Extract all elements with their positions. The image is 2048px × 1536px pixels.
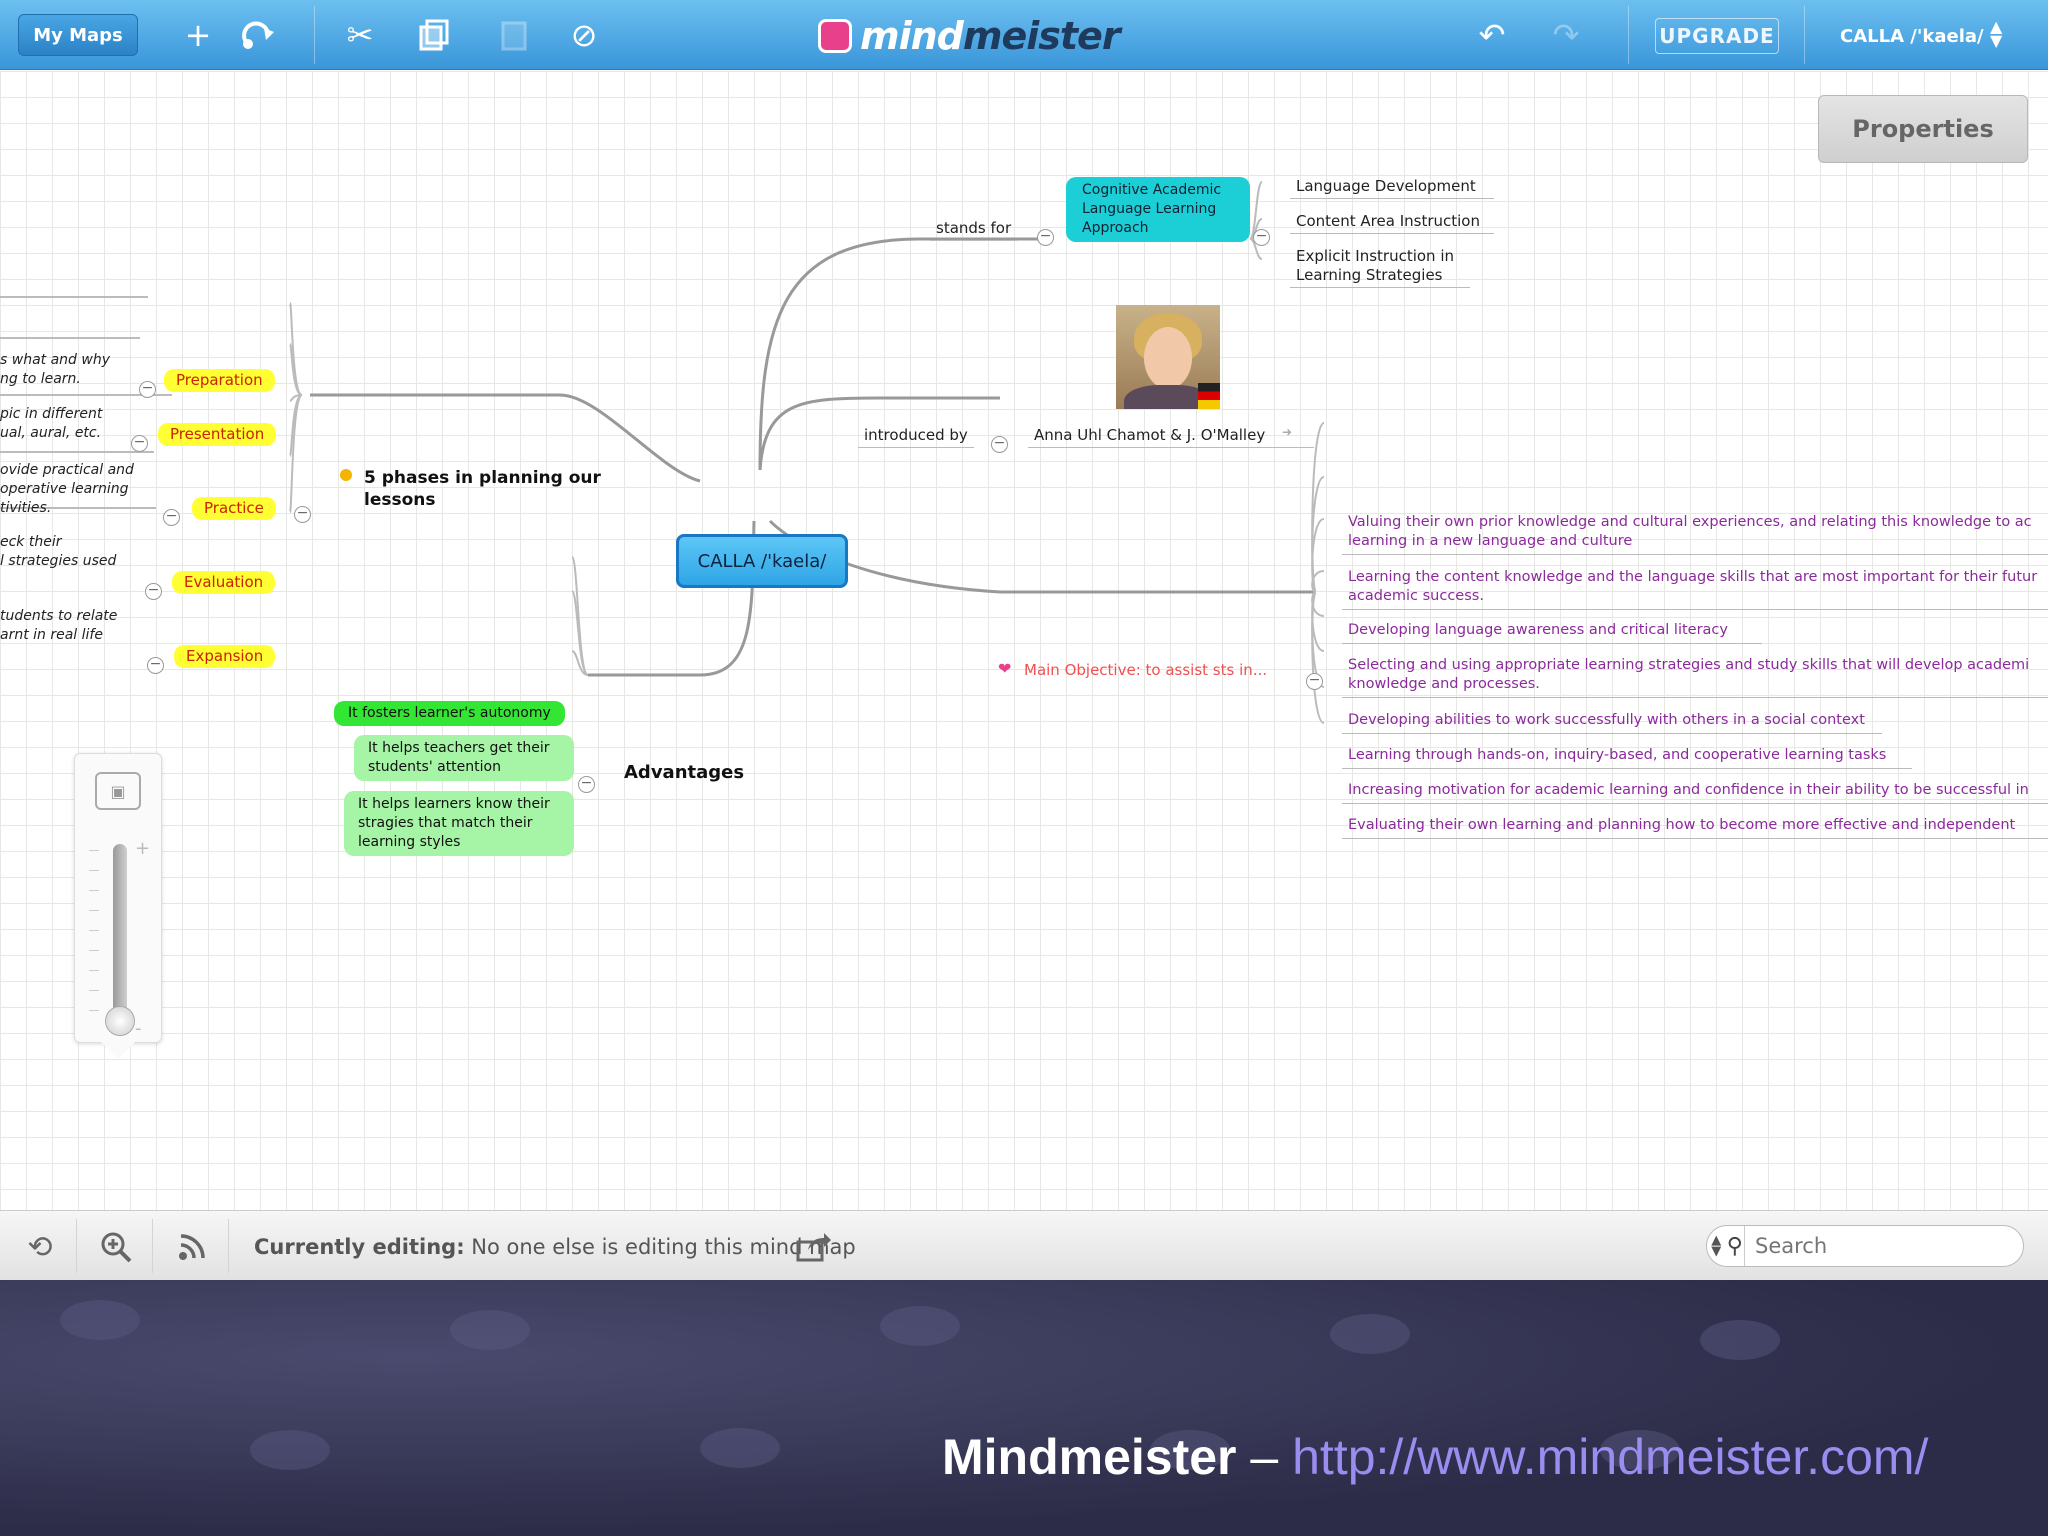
note-preparation: s what and why ng to learn. bbox=[0, 352, 110, 387]
collapse-toggle[interactable]: − bbox=[145, 583, 162, 600]
status-bar: ⟲ Currently editing: No one else is edit… bbox=[0, 1210, 2048, 1280]
collapse-toggle[interactable]: − bbox=[1037, 229, 1054, 246]
collapse-toggle[interactable]: − bbox=[1306, 673, 1323, 690]
undo-icon[interactable]: ↶ bbox=[1478, 16, 1506, 54]
author-photo bbox=[1116, 305, 1220, 409]
objective-item[interactable]: Learning through hands-on, inquiry-based… bbox=[1342, 746, 1912, 769]
map-title-selector[interactable]: CALLA /'kaela/ bbox=[1840, 25, 1984, 47]
node-explicit-instruction[interactable]: Explicit Instruction in Learning Strateg… bbox=[1290, 247, 1470, 288]
logo-mark-icon bbox=[818, 19, 852, 53]
node-presentation[interactable]: Presentation bbox=[158, 423, 277, 446]
collapse-toggle[interactable]: − bbox=[163, 509, 180, 526]
caption-dash: – bbox=[1236, 1429, 1293, 1485]
history-icon[interactable]: ⟲ bbox=[27, 1229, 53, 1265]
branch-label-introduced-by[interactable]: introduced by bbox=[858, 426, 974, 448]
node-language-development[interactable]: Language Development bbox=[1290, 177, 1494, 199]
branch-label-stands-for[interactable]: stands for bbox=[930, 219, 1018, 241]
collapse-toggle[interactable]: − bbox=[147, 657, 164, 674]
branch-label-phases[interactable]: 5 phases in planning our lessons bbox=[364, 468, 601, 510]
objective-item[interactable]: Evaluating their own learning and planni… bbox=[1342, 816, 2048, 839]
search-icon[interactable]: ⚲ bbox=[1726, 1233, 1743, 1259]
cut-icon[interactable]: ✂ bbox=[346, 16, 374, 54]
note-expansion: tudents to relate arnt in real life bbox=[0, 608, 118, 643]
mind-map-canvas[interactable]: CALLA /'kaela/ stands for − Cognitive Ac… bbox=[0, 71, 2048, 1210]
editing-status-value: No one else is editing this mind map bbox=[471, 1235, 856, 1259]
collapse-toggle[interactable]: − bbox=[139, 381, 156, 398]
slide-footer: Mindmeister – http://www.mindmeister.com… bbox=[0, 1280, 2048, 1536]
copy-icon[interactable] bbox=[412, 13, 456, 57]
delete-icon[interactable]: ⊘ bbox=[570, 16, 598, 54]
root-node[interactable]: CALLA /'kaela/ bbox=[676, 534, 848, 588]
upgrade-button[interactable]: UPGRADE bbox=[1655, 18, 1779, 54]
advantage-item[interactable]: It fosters learner's autonomy bbox=[334, 701, 565, 726]
branch-label-advantages[interactable]: Advantages bbox=[624, 762, 745, 783]
zoom-in-label[interactable]: + bbox=[135, 838, 151, 859]
toolbar-separator bbox=[1804, 6, 1805, 64]
node-content-area-instruction[interactable]: Content Area Instruction bbox=[1290, 212, 1494, 234]
collapse-toggle[interactable]: − bbox=[991, 436, 1008, 453]
collapse-toggle[interactable]: − bbox=[294, 506, 311, 523]
node-calla-acronym[interactable]: Cognitive Academic Language Learning App… bbox=[1066, 177, 1250, 242]
objective-item[interactable]: Valuing their own prior knowledge and cu… bbox=[1342, 513, 2048, 555]
search-box: ▲▼ ⚲ bbox=[1706, 1225, 2024, 1267]
fit-to-screen-icon[interactable]: ▣ bbox=[95, 772, 141, 810]
zoom-panel-pointer bbox=[100, 1041, 136, 1059]
caption-brand: Mindmeister bbox=[942, 1429, 1237, 1485]
note-practice: ovide practical and operative learning t… bbox=[0, 462, 134, 516]
caption-url[interactable]: http://www.mindmeister.com/ bbox=[1292, 1429, 1929, 1485]
search-input[interactable] bbox=[1744, 1226, 2023, 1266]
editing-status: Currently editing: No one else is editin… bbox=[254, 1235, 856, 1259]
collapse-toggle[interactable]: − bbox=[578, 776, 595, 793]
note-presentation: pic in different ual, aural, etc. bbox=[0, 406, 103, 441]
node-practice[interactable]: Practice bbox=[192, 497, 276, 520]
collapse-toggle[interactable]: − bbox=[131, 435, 148, 452]
advantage-item[interactable]: It helps learners know their stragies th… bbox=[344, 791, 574, 856]
add-node-icon[interactable]: + bbox=[184, 16, 212, 54]
map-switch-arrows-icon[interactable]: ▲▼ bbox=[1990, 17, 2003, 50]
connect-icon[interactable] bbox=[236, 13, 280, 57]
redo-icon[interactable]: ↷ bbox=[1552, 16, 1580, 54]
flag-icon bbox=[1198, 383, 1220, 409]
objective-item[interactable]: Developing language awareness and critic… bbox=[1342, 621, 1762, 644]
paste-icon[interactable] bbox=[492, 13, 536, 57]
heart-icon: ❤ bbox=[998, 659, 1012, 678]
zoom-out-label[interactable]: - bbox=[135, 1018, 142, 1039]
advantage-item[interactable]: It helps teachers get their students' at… bbox=[354, 735, 574, 781]
branch-label-main-objective[interactable]: Main Objective: to assist sts in... bbox=[1024, 661, 1268, 679]
search-options-arrows-icon[interactable]: ▲▼ bbox=[1711, 1233, 1722, 1259]
node-authors[interactable]: Anna Uhl Chamot & J. O'Malley bbox=[1028, 426, 1314, 448]
logo-text-mind: mind bbox=[860, 14, 964, 58]
zoom-slider-handle[interactable] bbox=[105, 1006, 135, 1036]
logo-text-meister: meister bbox=[962, 14, 1121, 58]
node-expansion[interactable]: Expansion bbox=[174, 645, 276, 668]
toolbar-separator bbox=[1628, 6, 1629, 64]
zoom-panel: ▣ + - bbox=[74, 753, 162, 1043]
share-icon[interactable] bbox=[794, 1227, 834, 1267]
objective-item[interactable]: Selecting and using appropriate learning… bbox=[1342, 656, 2048, 698]
my-maps-button[interactable]: My Maps bbox=[18, 14, 138, 56]
editing-status-label: Currently editing: bbox=[254, 1235, 465, 1259]
properties-button[interactable]: Properties bbox=[1818, 95, 2028, 163]
objective-item[interactable]: Developing abilities to work successfull… bbox=[1342, 711, 1882, 734]
collapse-toggle[interactable]: − bbox=[1253, 229, 1270, 246]
priority-dot-icon bbox=[340, 469, 352, 481]
node-preparation[interactable]: Preparation bbox=[164, 369, 275, 392]
objective-item[interactable]: Learning the content knowledge and the l… bbox=[1342, 568, 2048, 610]
slide-caption: Mindmeister – http://www.mindmeister.com… bbox=[942, 1428, 1928, 1486]
zoom-slider-track[interactable] bbox=[113, 844, 127, 1032]
objective-item[interactable]: Increasing motivation for academic learn… bbox=[1342, 781, 2048, 804]
rss-feed-icon[interactable] bbox=[172, 1227, 212, 1267]
node-evaluation[interactable]: Evaluation bbox=[172, 571, 276, 594]
link-arrow-icon[interactable]: ➜ bbox=[1282, 425, 1293, 439]
toolbar-separator bbox=[314, 6, 315, 64]
zoom-search-icon[interactable] bbox=[96, 1227, 136, 1267]
note-evaluation: eck their l strategies used bbox=[0, 534, 117, 569]
